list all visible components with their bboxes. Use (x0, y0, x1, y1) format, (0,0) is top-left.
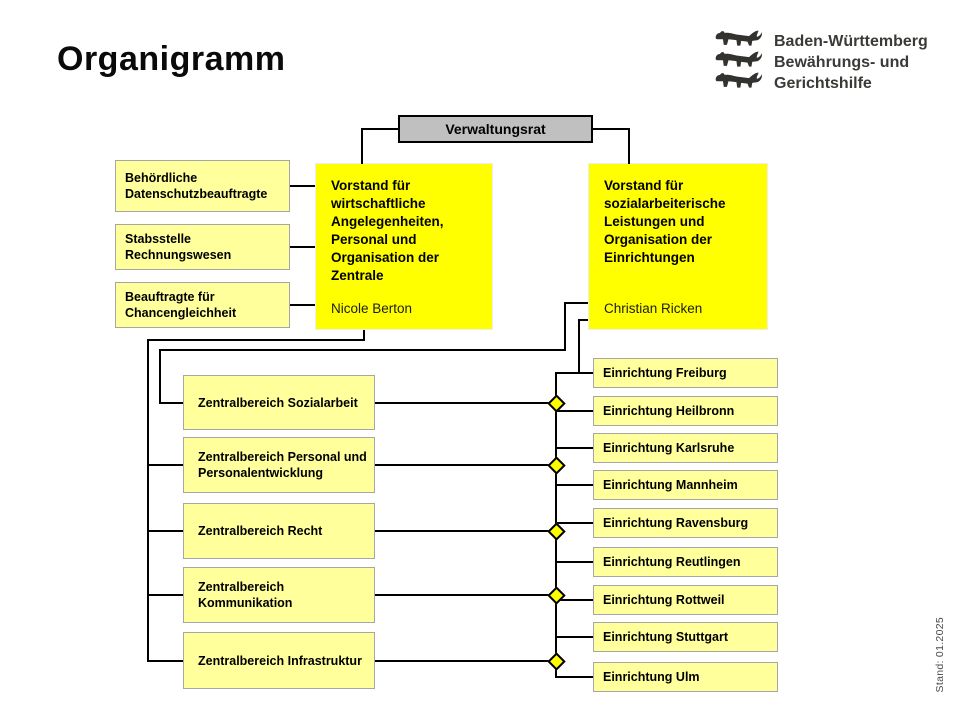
connector-line (147, 594, 183, 596)
connector-line (555, 484, 593, 486)
node-label: Einrichtung Heilbronn (603, 404, 735, 418)
connector-line (564, 302, 566, 351)
node-zb-recht: Zentralbereich Recht (183, 503, 375, 559)
org-logo: Baden-Württemberg Bewährungs- und Gerich… (712, 29, 928, 94)
connector-line (290, 185, 315, 187)
node-label: Einrichtung Ulm (603, 670, 700, 684)
connector-line (147, 464, 183, 466)
node-einrichtung-rottweil: Einrichtung Rottweil (593, 585, 778, 615)
node-label: Einrichtung Freiburg (603, 366, 727, 380)
node-vorstand-wirtschaft-person: Nicole Berton (331, 301, 413, 316)
node-label: Zentralbereich Personal und Personalentw… (198, 450, 367, 480)
connector-line (159, 349, 161, 404)
bw-three-lions-icon (712, 29, 764, 94)
connector-line (361, 128, 363, 164)
node-label: Zentralbereich Recht (198, 524, 323, 538)
node-vorstand-wirtschaft-title: Vorstand für wirtschaftliche Angelegenhe… (331, 178, 444, 283)
org-logo-line: Bewährungs- und (774, 54, 910, 71)
node-label: Stabsstelle Rechnungswesen (125, 232, 232, 262)
node-label: Behördliche Datenschutzbeauftragte (125, 171, 268, 201)
connector-line (375, 402, 555, 404)
connector-line (290, 246, 315, 248)
node-zb-sozialarbeit: Zentralbereich Sozialarbeit (183, 375, 375, 430)
node-beauftragte-chancengleichheit: Beauftragte für Chancengleichheit (115, 282, 290, 328)
connector-line (375, 594, 555, 596)
connector-line (578, 319, 580, 374)
node-label: Zentralbereich Sozialarbeit (198, 395, 358, 410)
connector-line (375, 464, 555, 466)
matrix-diamond-connector (546, 455, 566, 475)
node-label: Einrichtung Ravensburg (603, 516, 749, 530)
node-vorstand-sozial-person: Christian Ricken (604, 301, 703, 316)
connector-line (375, 660, 555, 662)
matrix-diamond-connector (546, 521, 566, 541)
connector-line (555, 447, 593, 449)
node-einrichtung-ravensburg: Einrichtung Ravensburg (593, 508, 778, 538)
connector-line (147, 339, 149, 662)
connector-line (593, 128, 630, 130)
node-einrichtung-ulm: Einrichtung Ulm (593, 662, 778, 692)
page-title: Organigramm (57, 40, 286, 78)
matrix-diamond-connector (546, 651, 566, 671)
stand-note: Stand: 01.2025 (934, 616, 946, 692)
connector-line (361, 128, 398, 130)
node-zb-kommunikation: Zentralbereich Kommunikation (183, 567, 375, 623)
node-zb-personal: Zentralbereich Personal und Personalentw… (183, 437, 375, 493)
connector-line (159, 402, 183, 404)
connector-line (555, 561, 593, 563)
node-einrichtung-freiburg: Einrichtung Freiburg (593, 358, 778, 388)
node-einrichtung-karlsruhe: Einrichtung Karlsruhe (593, 433, 778, 463)
node-vorstand-sozial-title: Vorstand für sozialarbeiterische Leistun… (604, 178, 726, 265)
connector-line (555, 522, 593, 524)
node-vorstand-sozial: Vorstand für sozialarbeiterische Leistun… (588, 163, 768, 330)
connector-line (290, 304, 315, 306)
connector-line (555, 676, 593, 678)
connector-line (147, 530, 183, 532)
node-einrichtung-heilbronn: Einrichtung Heilbronn (593, 396, 778, 426)
connector-line (555, 599, 593, 601)
connector-line (555, 372, 593, 374)
connector-line (147, 660, 183, 662)
connector-line (555, 636, 593, 638)
node-label: Einrichtung Reutlingen (603, 555, 741, 569)
node-label: Einrichtung Rottweil (603, 593, 725, 607)
connector-line (555, 410, 593, 412)
node-label: Zentralbereich Kommunikation (198, 580, 293, 610)
connector-line (375, 530, 555, 532)
node-label: Einrichtung Mannheim (603, 478, 738, 492)
node-einrichtung-reutlingen: Einrichtung Reutlingen (593, 547, 778, 577)
node-verwaltungsrat-label: Verwaltungsrat (445, 121, 546, 137)
node-zb-infrastruktur: Zentralbereich Infrastruktur (183, 632, 375, 689)
org-logo-text: Baden-Württemberg Bewährungs- und Gerich… (774, 29, 928, 94)
node-label: Einrichtung Karlsruhe (603, 441, 735, 455)
connector-line (147, 339, 365, 341)
node-stabsstelle-rechnungswesen: Stabsstelle Rechnungswesen (115, 224, 290, 270)
node-label: Einrichtung Stuttgart (603, 630, 728, 644)
connector-line (578, 319, 588, 321)
node-einrichtung-stuttgart: Einrichtung Stuttgart (593, 622, 778, 652)
connector-line (363, 330, 365, 341)
connector-line (628, 128, 630, 164)
org-logo-line: Gerichtshilfe (774, 75, 872, 92)
connector-line (564, 302, 588, 304)
connector-line (159, 349, 566, 351)
node-label: Zentralbereich Infrastruktur (198, 653, 362, 668)
matrix-diamond-connector (546, 585, 566, 605)
node-einrichtung-mannheim: Einrichtung Mannheim (593, 470, 778, 500)
node-vorstand-wirtschaft: Vorstand für wirtschaftliche Angelegenhe… (315, 163, 493, 330)
node-label: Beauftragte für Chancengleichheit (125, 290, 237, 320)
node-verwaltungsrat: Verwaltungsrat (398, 115, 593, 143)
org-logo-line: Baden-Württemberg (774, 33, 928, 50)
node-datenschutzbeauftragte: Behördliche Datenschutzbeauftragte (115, 160, 290, 212)
